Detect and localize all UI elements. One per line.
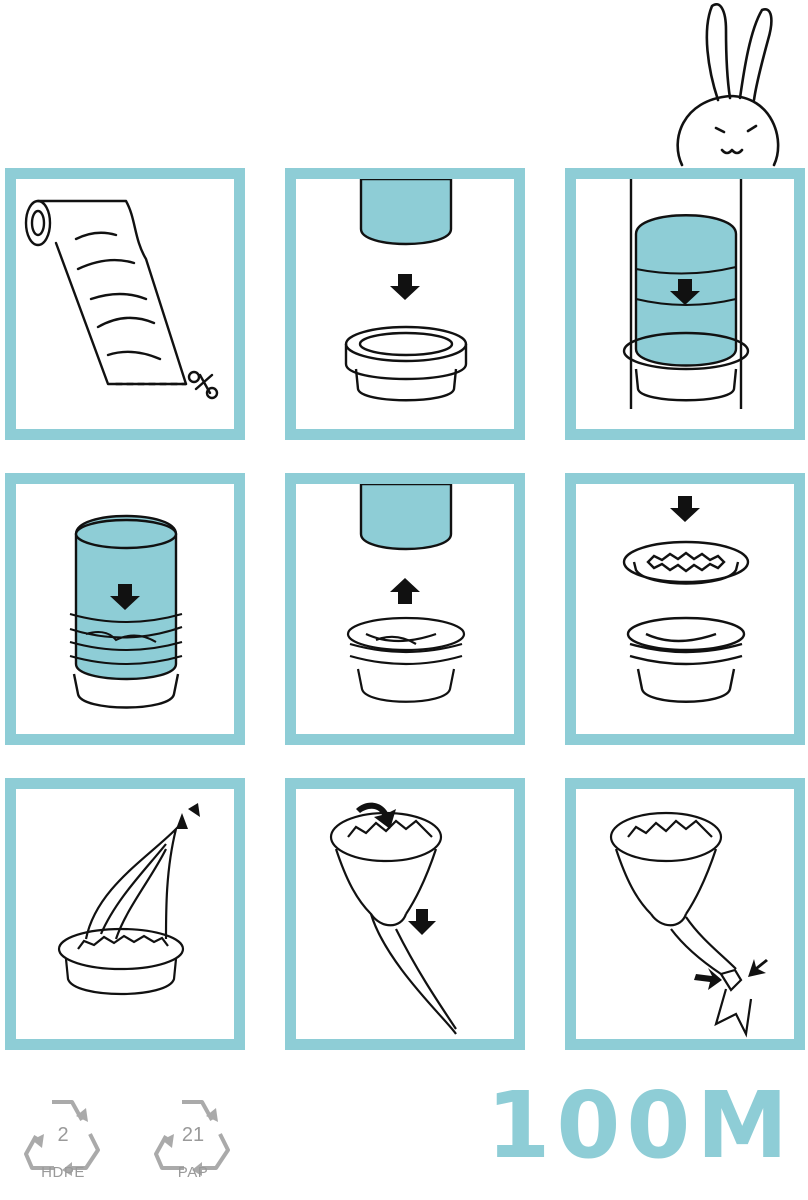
push-waste-down-icon (329, 802, 457, 1035)
load-bag-onto-ring-icon (69, 514, 183, 709)
recycling-code: PAP (177, 1164, 209, 1181)
recycling-symbol-hdpe: 2 HDPE (20, 1090, 106, 1190)
recycle-triangle-icon (24, 1100, 100, 1176)
tie-bag-icon (609, 811, 768, 1038)
attach-cap-icon (622, 496, 750, 703)
product-length-label: 100M (486, 1072, 794, 1179)
step-5-panel (285, 473, 525, 745)
recycling-number: 21 (181, 1124, 205, 1146)
insert-cartridge-icon (344, 179, 468, 402)
step-6-panel (565, 473, 805, 745)
push-cartridge-down-icon (622, 179, 750, 409)
step-9-panel (565, 778, 805, 1050)
recycling-symbol-pap: 21 PAP (150, 1090, 236, 1190)
cut-bag-roll-icon (24, 199, 219, 400)
pull-bag-up-icon (57, 803, 200, 996)
recycle-triangle-icon (154, 1100, 230, 1176)
remove-cartridge-icon (346, 484, 466, 703)
recycling-code: HDPE (41, 1164, 85, 1181)
step-2-panel (285, 168, 525, 440)
step-1-panel (5, 168, 245, 440)
step-8-panel (285, 778, 525, 1050)
step-4-panel (5, 473, 245, 745)
recycling-number: 2 (57, 1124, 69, 1146)
bunny-mascot-icon (676, 3, 780, 167)
step-7-panel (5, 778, 245, 1050)
step-3-panel (565, 168, 805, 440)
